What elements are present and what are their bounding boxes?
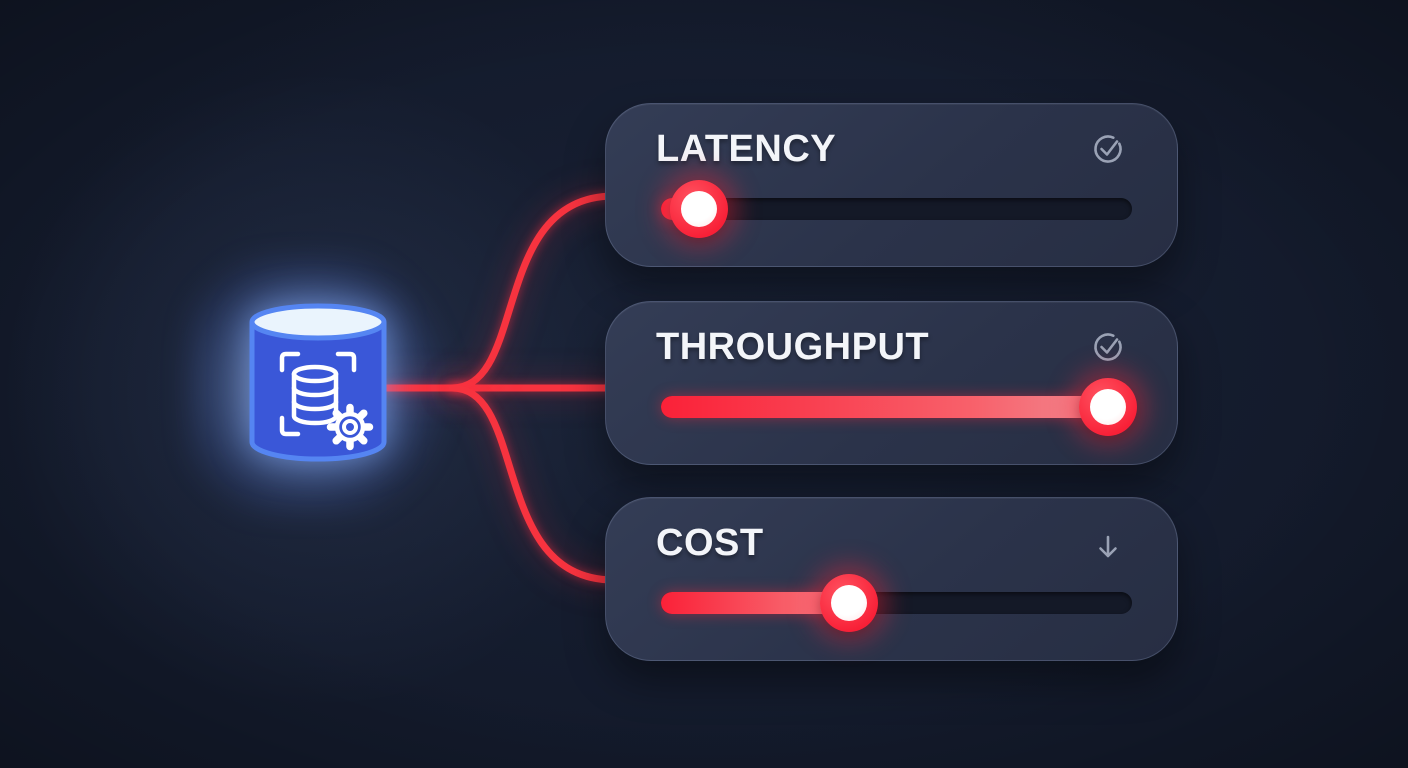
- throughput-label: THROUGHPUT: [656, 326, 930, 368]
- throughput-slider[interactable]: [661, 378, 1138, 436]
- slider-handle[interactable]: [669, 180, 728, 238]
- arrow-down-icon: [1091, 530, 1125, 564]
- cost-card: COST: [605, 497, 1178, 661]
- slider-fill: [661, 396, 1109, 418]
- slider-track[interactable]: [661, 198, 1132, 220]
- database-gear-icon: [249, 303, 387, 462]
- cost-slider[interactable]: [661, 574, 1132, 632]
- check-circle-icon: [1091, 132, 1125, 166]
- slider-fill: [661, 592, 850, 614]
- cost-label: COST: [656, 522, 764, 564]
- slider-handle[interactable]: [820, 574, 879, 632]
- latency-label: LATENCY: [656, 128, 837, 170]
- connector-top: [448, 192, 618, 392]
- check-circle-icon: [1091, 330, 1125, 364]
- connector-bottom: [448, 384, 618, 584]
- latency-slider[interactable]: [661, 180, 1132, 238]
- latency-card: LATENCY: [605, 103, 1178, 267]
- throughput-card: THROUGHPUT: [605, 301, 1178, 465]
- slider-handle[interactable]: [1079, 378, 1138, 436]
